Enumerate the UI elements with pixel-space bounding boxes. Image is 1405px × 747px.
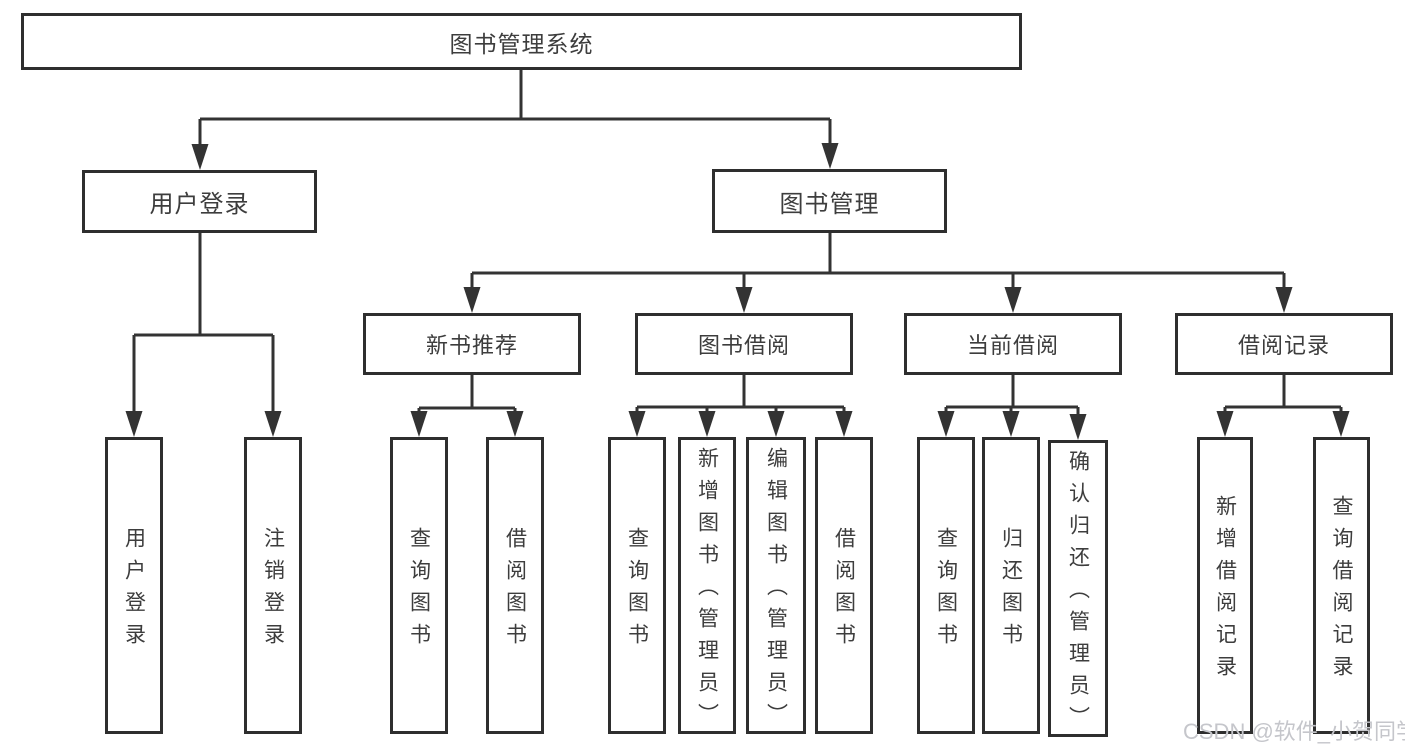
node-label: 新增图书（管理员） [695, 447, 719, 735]
node-label: 查询图书 [407, 527, 431, 655]
leaf-query-book: 查询图书 [917, 437, 975, 734]
node-book-management: 图书管理 [712, 169, 947, 233]
node-book-borrowing: 图书借阅 [635, 313, 853, 375]
node-label: 用户登录 [122, 527, 146, 655]
arrow-down-icon [1275, 287, 1293, 313]
arrow-down-icon [1332, 411, 1350, 437]
arrow-down-icon [628, 411, 646, 437]
leaf-query-borrow-record: 查询借阅记录 [1313, 437, 1370, 734]
leaf-confirm-return-admin: 确认归还（管理员） [1048, 440, 1108, 738]
arrow-down-icon [835, 411, 853, 437]
arrow-down-icon [1004, 287, 1022, 313]
node-label: 借阅图书 [832, 527, 856, 655]
arrow-down-icon [191, 144, 209, 170]
tree-edges [132, 70, 1343, 414]
node-label: 查询图书 [934, 527, 958, 655]
csdn-watermark: CSDN @软件_小贺同学 [1183, 719, 1405, 744]
arrow-down-icon [506, 411, 524, 437]
node-current-borrowing: 当前借阅 [904, 313, 1122, 375]
node-label: 用户登录 [149, 191, 250, 218]
arrow-down-icon [125, 411, 143, 437]
node-label: 注销登录 [261, 527, 285, 655]
arrow-down-icon [1069, 414, 1087, 440]
leaf-add-borrow-record: 新增借阅记录 [1197, 437, 1253, 734]
arrow-down-icon [735, 287, 753, 313]
node-user-login: 用户登录 [82, 170, 317, 233]
node-label: 图书借阅 [697, 333, 790, 358]
arrow-down-icon [767, 411, 785, 437]
leaf-borrow-book: 借阅图书 [815, 437, 873, 734]
node-borrowing-records: 借阅记录 [1175, 313, 1393, 375]
leaf-user-login: 用户登录 [105, 437, 163, 734]
arrow-down-icon [821, 143, 839, 169]
node-new-book-recommendation: 新书推荐 [363, 313, 581, 375]
node-label: 归还图书 [999, 527, 1023, 655]
arrow-down-icon [937, 411, 955, 437]
node-label: 图书管理系统 [449, 30, 594, 57]
arrow-down-icon [264, 411, 282, 437]
arrow-down-icon [698, 411, 716, 437]
arrow-down-icon [1002, 411, 1020, 437]
leaf-add-book-admin: 新增图书（管理员） [678, 437, 736, 735]
node-label: 当前借阅 [966, 333, 1059, 358]
node-label: 新书推荐 [425, 333, 518, 358]
leaf-query-book: 查询图书 [390, 437, 448, 734]
arrow-down-icon [463, 287, 481, 313]
leaf-logout: 注销登录 [244, 437, 302, 734]
node-label: 新增借阅记录 [1213, 495, 1237, 687]
node-label: 编辑图书（管理员） [764, 447, 788, 735]
node-label: 借阅记录 [1237, 333, 1330, 358]
arrow-down-icons [125, 143, 1350, 440]
leaf-edit-book-admin: 编辑图书（管理员） [746, 437, 806, 735]
node-label: 确认归还（管理员） [1066, 450, 1090, 738]
node-label: 借阅图书 [503, 527, 527, 655]
arrow-down-icon [410, 411, 428, 437]
node-library-management-system: 图书管理系统 [21, 13, 1022, 70]
leaf-borrow-book: 借阅图书 [486, 437, 544, 734]
node-label: 查询借阅记录 [1330, 495, 1353, 687]
leaf-return-book: 归还图书 [982, 437, 1040, 734]
arrow-down-icon [1216, 411, 1234, 437]
node-label: 图书管理 [779, 190, 880, 218]
node-label: 查询图书 [625, 527, 649, 655]
leaf-query-book: 查询图书 [608, 437, 666, 734]
